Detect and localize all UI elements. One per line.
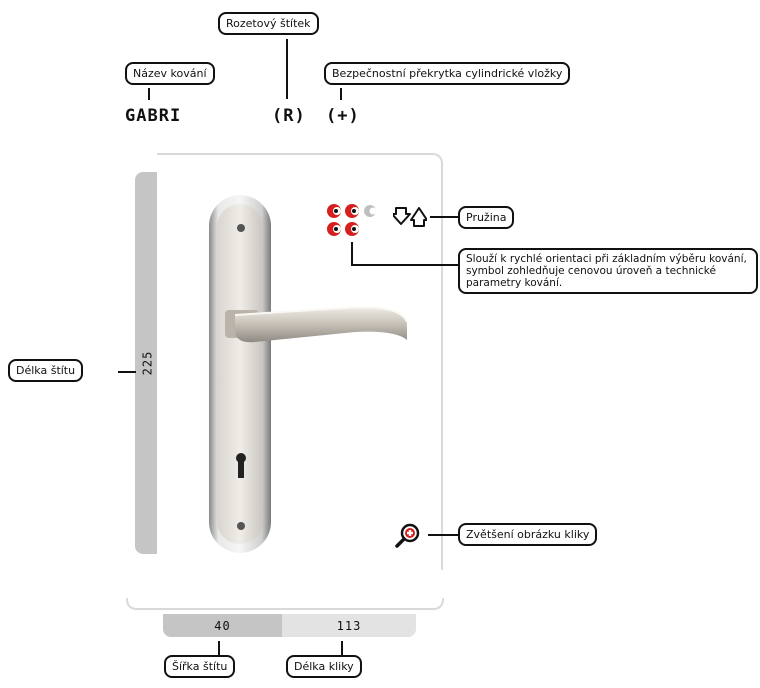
- security-mark: (+): [326, 106, 360, 126]
- plate-width-bar: 40: [163, 614, 282, 637]
- handle-length-label: Délka kliky: [286, 655, 362, 678]
- handle-length-leader: [341, 641, 343, 655]
- cylinder-cover-label: Bezpečnostní překrytka cylindrické vložk…: [324, 62, 571, 85]
- spring-label: Pružina: [458, 206, 515, 229]
- plate-length-bar: [135, 172, 159, 554]
- handle-length-value: 113: [336, 618, 362, 633]
- hardware-name-leader: [148, 88, 150, 100]
- plate-width-value: 40: [214, 618, 231, 633]
- plate-length-value: 225: [140, 350, 154, 376]
- rating-icon: [327, 204, 377, 236]
- orientation-leader-h: [351, 264, 458, 266]
- product-panel: [157, 153, 443, 570]
- rosette-plate-leader: [286, 39, 288, 99]
- plate-length-value-wrap: 225: [135, 172, 159, 554]
- spring-icon: [393, 207, 427, 227]
- hardware-name-label: Název kování: [125, 62, 215, 85]
- plate-length-leader: [118, 371, 136, 373]
- plate-width-label: Šířka štítu: [164, 655, 236, 678]
- rosette-plate-label: Rozetový štítek: [218, 12, 319, 35]
- orientation-leader-v: [351, 242, 353, 266]
- cylinder-cover-leader: [340, 88, 342, 100]
- plate-width-leader: [218, 641, 220, 655]
- product-name: GABRI: [125, 106, 182, 126]
- spring-leader: [430, 216, 458, 218]
- zoom-leader: [428, 534, 458, 536]
- zoom-label: Zvětšení obrázku kliky: [458, 523, 598, 546]
- zoom-icon[interactable]: [395, 522, 421, 548]
- rosette-mark: (R): [272, 106, 306, 126]
- handle-length-bar: 113: [282, 614, 416, 637]
- panel-bottom-frame: [126, 598, 444, 610]
- plate-length-label: Délka štítu: [8, 359, 84, 382]
- orientation-note: Slouží k rychlé orientaci při základním …: [458, 248, 758, 294]
- door-handle-image: [209, 195, 408, 553]
